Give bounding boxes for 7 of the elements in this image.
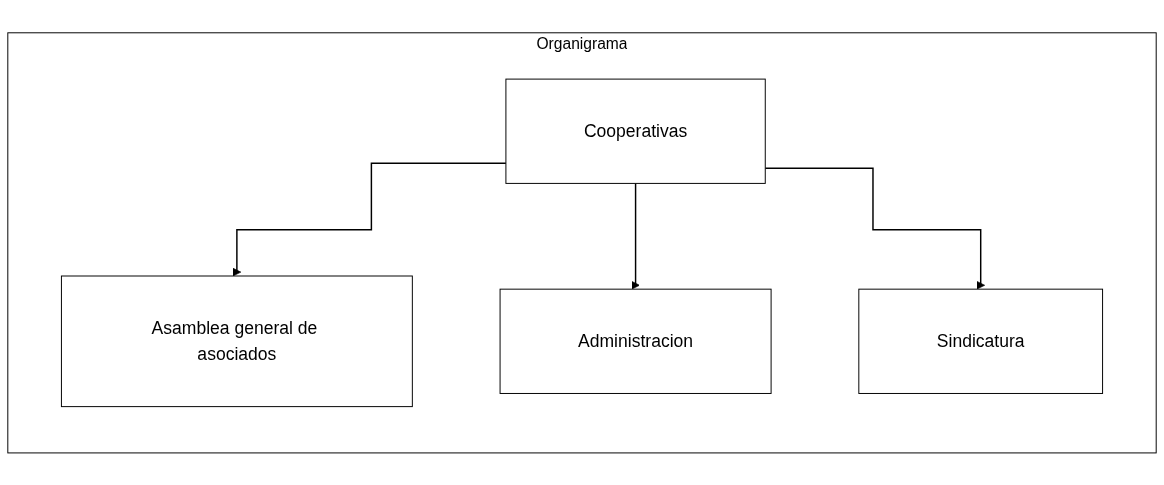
node-box: Cooperativas: [505, 78, 766, 184]
node-box: Sindicatura: [858, 288, 1104, 394]
arrow: [232, 162, 507, 277]
arrow: [764, 167, 985, 290]
arrow: [631, 182, 640, 290]
node-box: Asamblea general de asociados: [60, 275, 413, 407]
node-box: Administracion: [499, 288, 772, 394]
